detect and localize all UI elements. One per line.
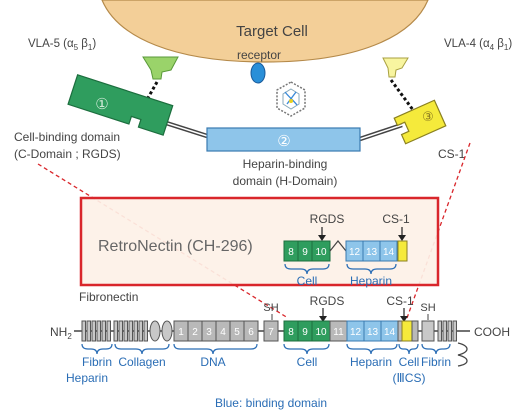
- retronectin-cell-bracket: [284, 263, 330, 275]
- cs1-top-label: CS-1: [438, 147, 466, 161]
- fibronectin-module-8: 8: [288, 327, 294, 338]
- retronectin-module-9: 9: [302, 247, 308, 258]
- fibronectin-module-10: 10: [315, 327, 327, 338]
- label-cell: Cell: [297, 355, 318, 369]
- retronectin-rgds-label: RGDS: [310, 212, 345, 226]
- fibronectin-module-7: 7: [268, 327, 274, 338]
- disulfide-bond: [457, 342, 468, 367]
- fibronectin-cs1-module: [401, 320, 413, 342]
- retronectin-cell-modules: 8 9 10: [283, 240, 331, 262]
- fibronectin-module-6: 6: [248, 327, 254, 338]
- h-domain-label: domain (H-Domain): [233, 174, 338, 188]
- fibronectin-rgds-label: RGDS: [310, 294, 345, 308]
- fibronectin-module-1: 1: [178, 327, 184, 338]
- retronectin-cell-label: Cell: [297, 274, 318, 288]
- cooh-terminus: COOH: [474, 325, 510, 339]
- cell-binding-domain-label: Cell-binding domain: [14, 130, 120, 144]
- linker-c-h-inner: [162, 121, 208, 137]
- domain1-number: ①: [95, 95, 108, 113]
- label-fibrin: Fibrin: [421, 355, 451, 369]
- cs1-domain: [393, 99, 447, 145]
- retronectin-module-8: 8: [288, 247, 294, 258]
- domain2-number: ②: [277, 132, 290, 150]
- fibronectin-cell-modules: 8 9 10: [283, 320, 331, 342]
- retronectin-module-13: 13: [366, 247, 378, 258]
- nh2-terminus: NH2: [50, 325, 72, 341]
- vla5-label: VLA-5 (α5 β1): [28, 38, 96, 52]
- domain3-number: ③: [422, 110, 434, 125]
- label-cell-cs-2: (ⅢCS): [393, 371, 426, 385]
- label-cell-cs-1: Cell: [399, 355, 420, 369]
- retronectin-cs1-module: [397, 240, 408, 262]
- vla4-integrin: [382, 57, 409, 78]
- retronectin-module-14: 14: [383, 247, 395, 258]
- sh-right-label: SH: [420, 302, 435, 314]
- linker-h-cs-inner: [359, 124, 403, 140]
- retronectin-module-10: 10: [315, 247, 327, 258]
- retronectin-linker: [329, 240, 347, 252]
- target-cell-label: Target Cell: [236, 23, 308, 40]
- fibronectin-module-9: 9: [302, 327, 308, 338]
- virus-particle-icon: [276, 81, 306, 117]
- fibronectin-module-5: 5: [234, 327, 240, 338]
- fibronectin-gray-modules: 1 2 3 4 5 6 7: [173, 320, 279, 342]
- fibronectin-n-terminal-modules: [81, 320, 173, 342]
- label-fibrin-heparin-1: Fibrin: [82, 355, 112, 369]
- heparin-binding-label: Heparin-binding: [243, 157, 328, 171]
- receptor: [250, 62, 266, 84]
- label-dna: DNA: [200, 355, 225, 369]
- retronectin-title: RetroNectin (CH-296): [98, 238, 253, 255]
- label-heparin: Heparin: [350, 355, 392, 369]
- h-domain: [206, 127, 361, 152]
- fibronectin-module-13: 13: [367, 327, 379, 338]
- c-domain: [67, 74, 174, 136]
- fibronectin-brackets: [81, 343, 451, 355]
- retronectin-cs1-label: CS-1: [382, 212, 410, 226]
- sh-left-label: SH: [263, 302, 278, 314]
- retronectin-module-12: 12: [349, 247, 361, 258]
- fibronectin-heparin-modules: 12 13 14: [346, 320, 399, 342]
- retronectin-heparin-label: Heparin: [350, 274, 392, 288]
- fibronectin-module-3: 3: [206, 327, 212, 338]
- binding-line-3: [389, 79, 415, 111]
- retronectin-heparin-modules: 12 13 14: [345, 240, 398, 262]
- fibronectin-c-terminal-modules: [421, 320, 457, 342]
- label-fibrin-heparin-2: Heparin: [66, 371, 108, 385]
- vla4-label: VLA-4 (α4 β1): [444, 38, 512, 52]
- receptor-label: receptor: [237, 48, 281, 62]
- retronectin-heparin-bracket: [346, 263, 397, 275]
- fibronectin-title: Fibronectin: [79, 290, 138, 304]
- footer-note: Blue: binding domain: [215, 396, 327, 410]
- c-domain-rgds-label: (C-Domain ; RGDS): [14, 147, 121, 161]
- fibronectin-module-4: 4: [220, 327, 226, 338]
- fibronectin-module-2: 2: [192, 327, 198, 338]
- fibronectin-module-14: 14: [384, 327, 396, 338]
- label-collagen: Collagen: [118, 355, 165, 369]
- fibronectin-cs1-label: CS-1: [386, 294, 414, 308]
- fibronectin-module-12: 12: [350, 327, 362, 338]
- fibronectin-module-11: 11: [333, 327, 344, 338]
- vla5-integrin: [142, 56, 179, 80]
- target-cell: [101, 0, 429, 63]
